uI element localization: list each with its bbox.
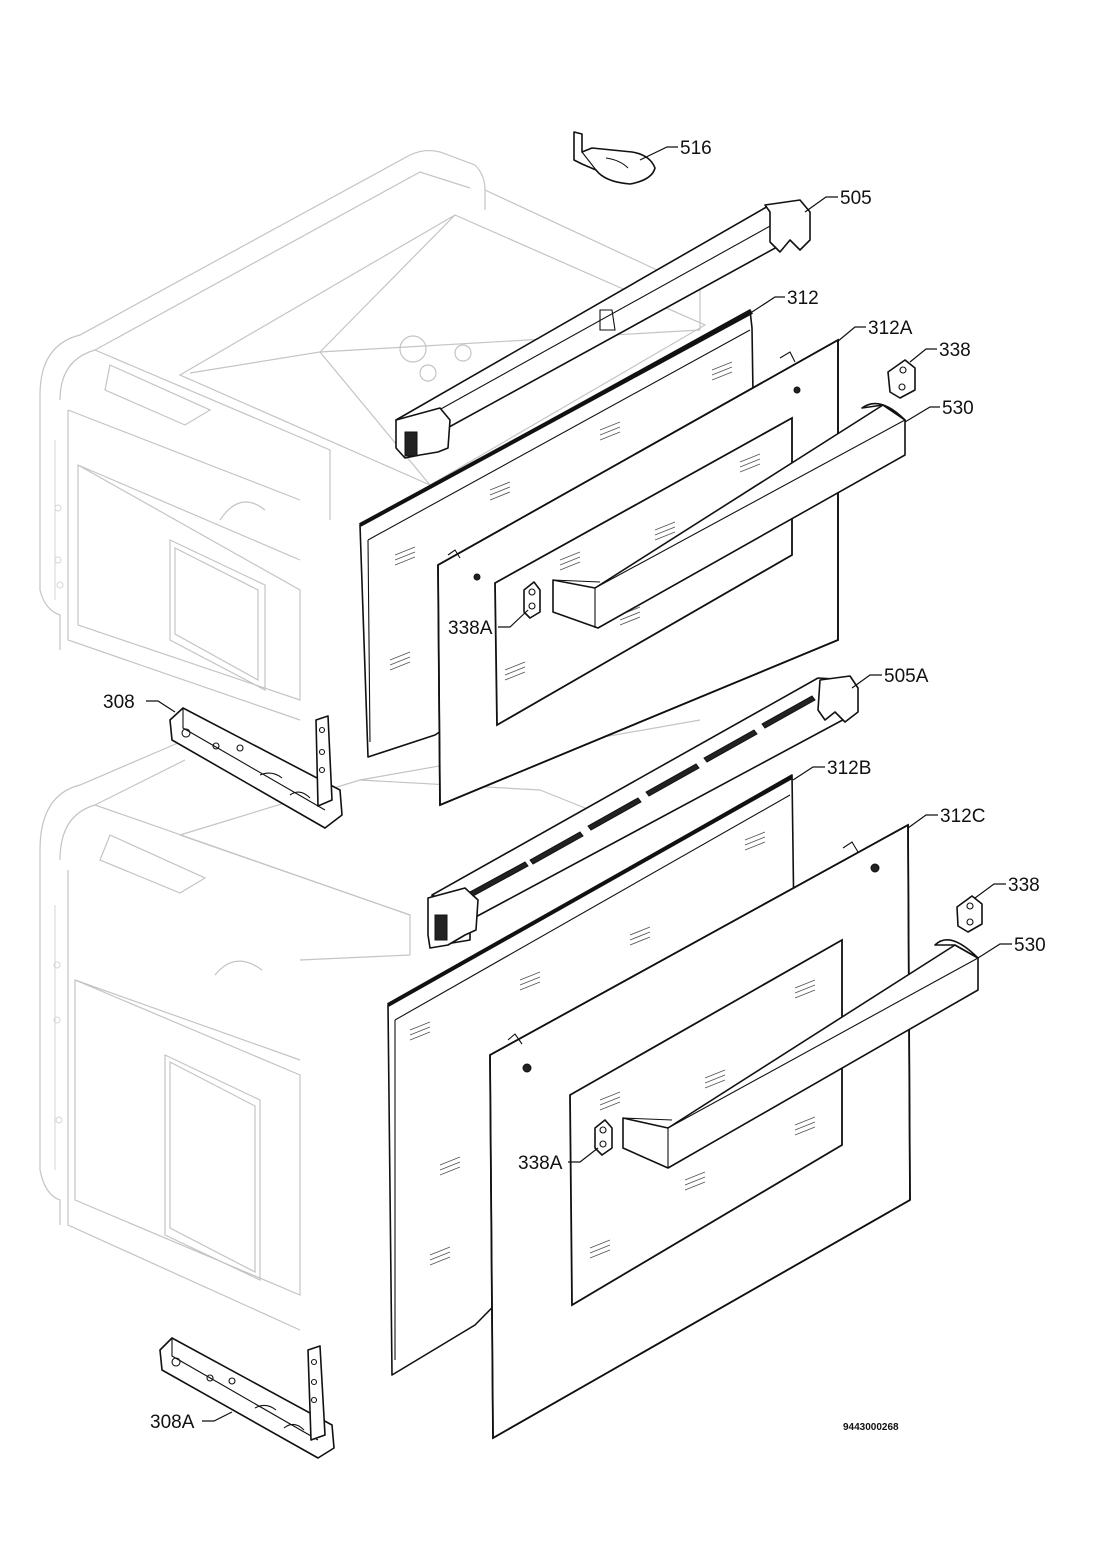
callout-530-top: 530 [942, 398, 974, 419]
part-338A-bracket-bottom [594, 1119, 613, 1156]
callout-338A-top: 338A [448, 618, 493, 639]
glass-hatch-marks [389, 361, 733, 671]
part-338-bracket-top [887, 359, 916, 399]
callout-505A: 505A [884, 666, 929, 687]
callout-338-bottom: 338 [1008, 875, 1040, 896]
part-505A-vent-bar [427, 675, 859, 949]
part-308-hinge-top [169, 707, 343, 829]
part-530-handle-top [552, 402, 906, 629]
callout-338-top: 338 [939, 340, 971, 361]
callout-505: 505 [840, 188, 872, 209]
part-338-bracket-bottom [956, 895, 983, 933]
callout-312: 312 [787, 288, 819, 309]
part-308A-hinge-bottom [159, 1337, 335, 1459]
callout-308: 308 [103, 692, 135, 713]
part-516-clip [573, 131, 656, 185]
callout-312A: 312A [868, 318, 913, 339]
callout-312C: 312C [940, 806, 985, 827]
callout-308A: 308A [150, 1412, 195, 1433]
upper-oven-cavity [39, 149, 707, 721]
document-number: 9443000268 [843, 1422, 899, 1433]
callout-labels: 516 505 312 312A 338 530 338A 308 505A 3… [103, 138, 1046, 1433]
callout-312B: 312B [827, 758, 871, 779]
callout-530-bottom: 530 [1014, 935, 1046, 956]
part-338A-bracket-top [523, 581, 541, 619]
callout-516: 516 [680, 138, 712, 159]
vent-slots [469, 695, 816, 897]
lower-oven-cavity [39, 719, 701, 1331]
part-505-vent-bar [395, 199, 811, 459]
callout-338A-bottom: 338A [518, 1153, 563, 1174]
part-530-handle-bottom [622, 938, 979, 1169]
leader-lines [146, 146, 1012, 1422]
